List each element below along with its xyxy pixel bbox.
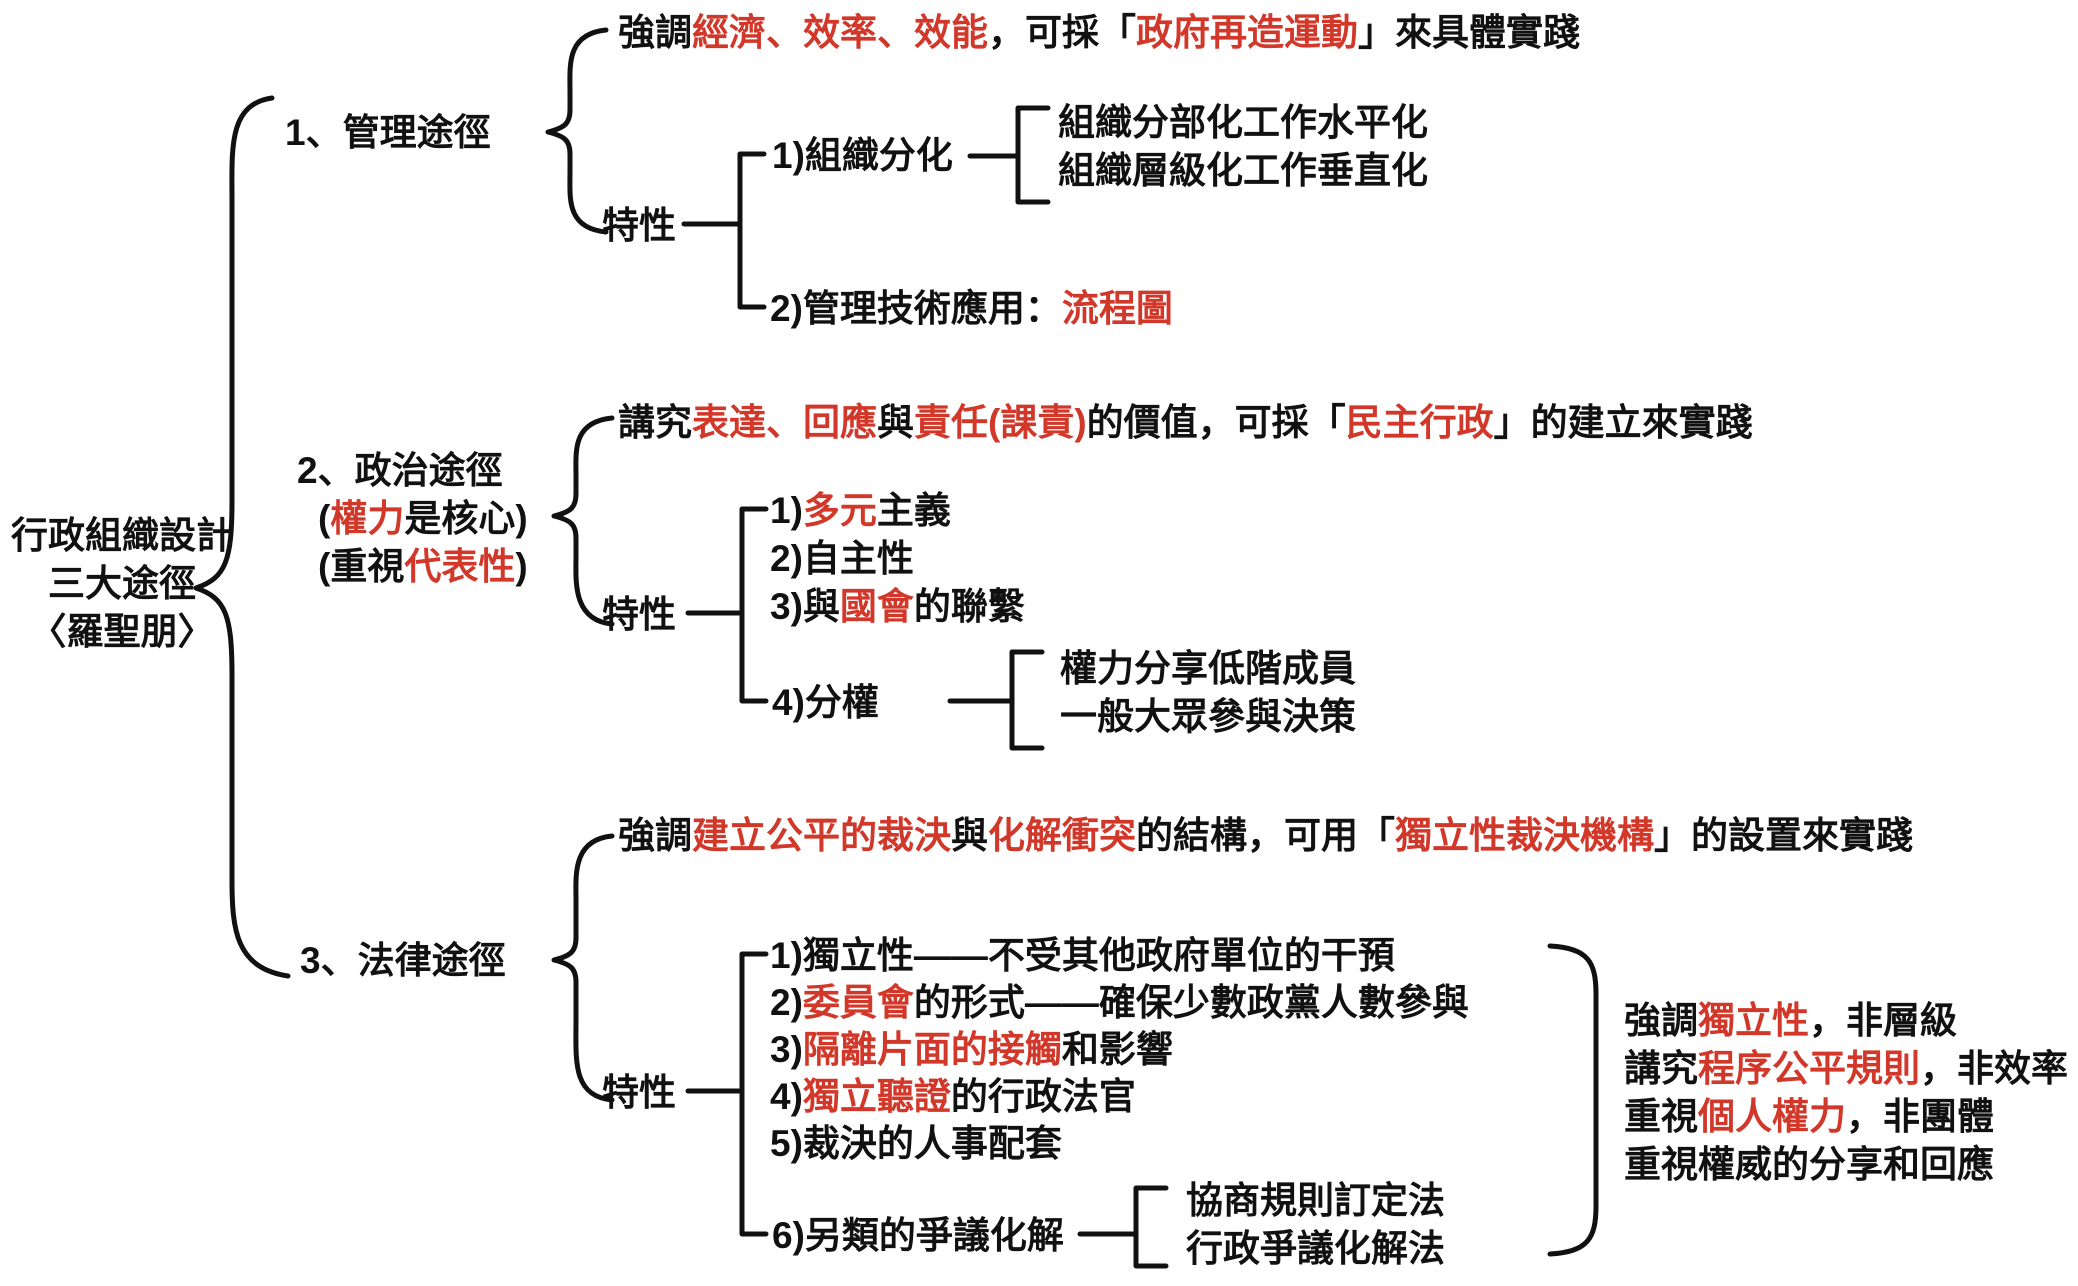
branch2-item1: 1)多元主義: [770, 490, 951, 531]
branch3-item6-child1: 協商規則訂定法: [1186, 1180, 1445, 1221]
branch3-note-line2: 講究程序公平規則，非效率: [1624, 1048, 2068, 1089]
branch2-item4-child2: 一般大眾參與決策: [1060, 696, 1356, 737]
branch3-note-line4: 重視權威的分享和回應: [1624, 1144, 1994, 1185]
branch3-note-bracket: [1547, 943, 1599, 1257]
branch1-item1-bracket: [1015, 105, 1051, 205]
branch1-label: 1、管理途徑: [285, 112, 491, 153]
branch3-item4: 4)獨立聽證的行政法官: [770, 1076, 1136, 1117]
branch1-brace: [545, 27, 609, 235]
branch3-item6-label: 6)另類的爭議化解: [772, 1215, 1064, 1256]
branch2-item4-bracket: [1009, 649, 1045, 751]
branch1-item2: 2)管理技術應用：流程圖: [770, 288, 1173, 329]
branch3-trait-bracket: [739, 951, 769, 1237]
branch3-item3: 3)隔離片面的接觸和影響: [770, 1029, 1173, 1070]
branch3-trait-label: 特性: [602, 1072, 676, 1113]
branch3-label: 3、法律途徑: [300, 940, 506, 981]
branch3-item6-child2: 行政爭議化解法: [1186, 1228, 1445, 1269]
branch1-item1-child1: 組織分部化工作水平化: [1058, 102, 1428, 143]
branch3-item6-bracket: [1133, 1185, 1169, 1269]
branch2-label-line2: (權力是核心): [318, 498, 528, 539]
root-title-line1: 行政組織設計: [11, 515, 233, 556]
branch3-summary: 強調建立公平的裁決與化解衝突的結構，可用「獨立性裁決機構」的設置來實踐: [618, 815, 1913, 856]
branch3-item2: 2)委員會的形式——確保少數政黨人數參與: [770, 982, 1469, 1023]
branch2-trait-bracket: [739, 506, 769, 704]
branch2-summary: 講究表達、回應與責任(課責)的價值，可採「民主行政」的建立來實踐: [618, 402, 1753, 443]
branch2-label-line3: (重視代表性): [318, 546, 528, 587]
branch2-label-line1: 2、政治途徑: [297, 450, 503, 491]
branch2-trait-label: 特性: [602, 594, 676, 635]
branch1-summary: 強調經濟、效率、效能，可採「政府再造運動」來具體實踐: [618, 12, 1580, 53]
branch1-item1-label: 1)組織分化: [772, 135, 953, 176]
branch3-note-line1: 強調獨立性，非層級: [1624, 1000, 1957, 1041]
branch1-trait-bracket: [737, 151, 767, 310]
root-title-line3: 〈羅聖朋〉: [29, 611, 215, 652]
branch1-item1-child2: 組織層級化工作垂直化: [1058, 150, 1428, 191]
root-title-line2: 三大途徑: [48, 563, 196, 604]
branch3-brace: [551, 833, 615, 1103]
branch2-item4-label: 4)分權: [772, 682, 879, 723]
root-title: 行政組織設計 三大途徑 〈羅聖朋〉: [2, 512, 242, 656]
branch3-note-line3: 重視個人權力，非團體: [1624, 1096, 1994, 1137]
root-brace: [193, 95, 291, 979]
branch2-item4-child1: 權力分享低階成員: [1060, 648, 1356, 689]
branch2-item3: 3)與國會的聯繫: [770, 586, 1025, 627]
branch3-item5: 5)裁決的人事配套: [770, 1123, 1062, 1164]
branch2-item2: 2)自主性: [770, 538, 914, 579]
branch3-item1: 1)獨立性——不受其他政府單位的干預: [770, 935, 1395, 976]
branch1-trait-label: 特性: [602, 205, 676, 246]
branch2-brace: [551, 415, 615, 627]
